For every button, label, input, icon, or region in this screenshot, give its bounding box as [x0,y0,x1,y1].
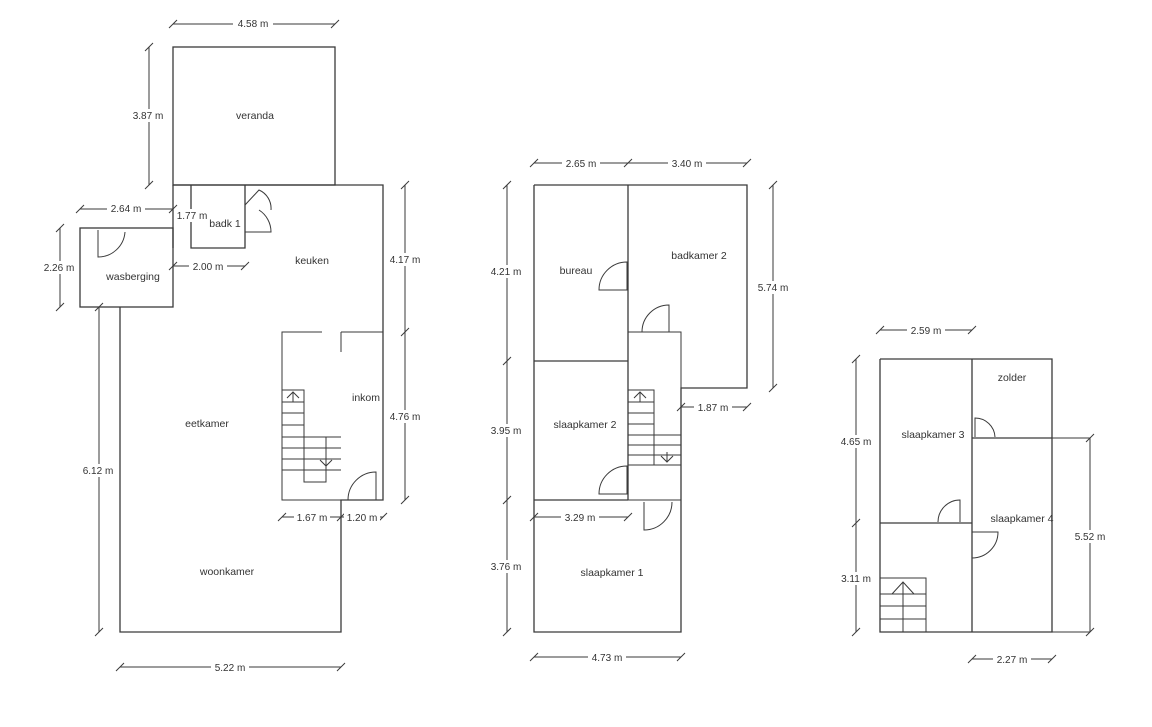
dim-slaapkamer4-width: 2.27 m [997,655,1028,666]
room-wasberging: wasberging [105,271,160,283]
room-woonkamer: woonkamer [199,566,255,578]
dim-slaapkamer4-depth: 5.52 m [1075,532,1106,543]
ground-floor-outline [119,184,384,633]
slaapkamer2-door [598,465,628,495]
room-slaapkamer2: slaapkamer 2 [553,419,616,431]
room-slaapkamer4: slaapkamer 4 [990,513,1053,525]
badk1-door-2 [245,209,272,233]
room-labels: veranda badk 1 keuken wasberging eetkame… [105,110,1054,579]
dim-stairs3-depth: 3.11 m [841,574,871,585]
room-slaapkamer3: slaapkamer 3 [901,429,964,441]
stair-landing-door [937,499,961,523]
dim-badkamer2-depth: 5.74 m [758,283,789,294]
room-inkom: inkom [352,392,380,404]
badk1-door [244,189,272,211]
slaapkamer3-door [974,417,996,438]
inkom-door [347,471,377,501]
dim-wasberging-width: 2.64 m [111,204,142,215]
dim-veranda-width: 4.58 m [238,19,269,30]
dim-slaapkamer2-width: 3.29 m [565,513,596,524]
dim-bureau-depth: 4.21 m [491,267,522,278]
dim-eetkamer-depth: 6.12 m [83,466,114,477]
bureau-door [598,261,628,291]
dim-slaapkamer1-depth: 3.76 m [491,562,522,573]
wasberging-walls [79,227,174,308]
room-keuken: keuken [295,255,329,267]
room-veranda: veranda [236,110,274,122]
room-bureau: bureau [560,265,593,277]
room-badkamer2: badkamer 2 [671,250,727,262]
dimension-labels: 4.58 m 3.87 m 1.77 m 2.64 m 2.26 m 2.00 … [40,17,1109,674]
room-eetkamer: eetkamer [185,418,229,430]
dim-wasberging-depth: 2.26 m [44,263,75,274]
badkamer2-door [641,304,670,333]
dim-slaapkamer3-depth: 4.65 m [841,437,872,448]
dim-slaapkamer3-width: 2.59 m [911,326,942,337]
dim-slaapkamer2-depth: 3.95 m [491,426,522,437]
dim-slaapkamer1-width: 4.73 m [592,653,623,664]
slaapkamer4-door [971,531,999,559]
dim-keuken-depth: 4.17 m [390,255,421,266]
dim-badk1-bottom: 2.00 m [193,262,224,273]
dim-inkom-width: 1.20 m [347,513,378,524]
dim-inkom-depth: 4.76 m [390,412,421,423]
dim-badkamer2-bottom: 1.87 m [698,403,729,414]
dim-badk1-width: 1.77 m [177,211,208,222]
dim-stairs-width: 1.67 m [297,513,328,524]
room-zolder: zolder [998,372,1027,384]
slaapkamer1-door [643,501,673,531]
staircase-first [627,389,681,466]
dim-bureau-width: 2.65 m [566,159,597,170]
dim-badkamer2-width: 3.40 m [672,159,703,170]
wasberging-door [97,230,126,258]
ground-floor [79,46,384,633]
inkom-walls [281,331,341,501]
first-floor [533,184,748,633]
room-slaapkamer1: slaapkamer 1 [580,567,643,579]
second-floor [879,358,1053,633]
room-badk1: badk 1 [209,218,241,230]
dim-veranda-depth: 3.87 m [133,111,164,122]
second-floor-outline [879,358,1053,633]
staircase-ground [281,389,341,483]
staircase-second [879,577,927,633]
dim-woonkamer-width: 5.22 m [215,663,246,674]
